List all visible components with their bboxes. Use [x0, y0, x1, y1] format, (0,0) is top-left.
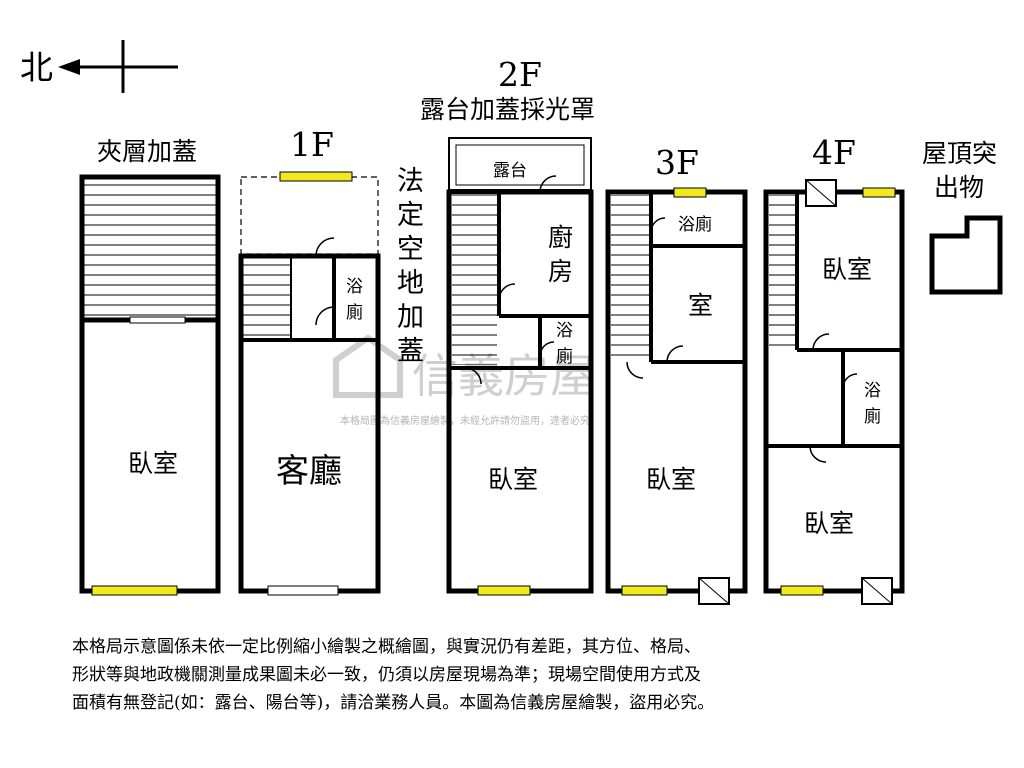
- window: [477, 585, 531, 596]
- stairs: [611, 195, 649, 360]
- floor2-kitchen-1: 廚: [548, 223, 573, 252]
- mezzanine-bedroom: 臥室: [128, 449, 178, 478]
- floor2-terrace: 露台: [493, 161, 527, 181]
- door: [315, 306, 335, 326]
- floor1-side-note-3: 空: [397, 234, 424, 265]
- window: [862, 187, 896, 198]
- floor1-plan: 1F 浴 廁 客廳 法 定 空 地 加 蓋: [238, 125, 424, 596]
- floor1-side-note-1: 法: [397, 166, 424, 197]
- door: [464, 367, 482, 385]
- floor4-bath-2: 廁: [864, 406, 881, 427]
- stairs: [84, 179, 216, 319]
- stairs: [243, 258, 291, 338]
- window: [91, 585, 178, 596]
- window: [673, 187, 707, 198]
- floor2-kitchen-2: 房: [548, 257, 573, 286]
- floor3-plan: 3F 浴廁 室 臥室: [605, 143, 748, 605]
- window: [780, 585, 824, 596]
- floor1-bath-1: 浴: [346, 277, 363, 297]
- floor3-room: 室: [688, 291, 713, 320]
- floor3-title: 3F: [655, 143, 699, 182]
- floor4-bath-1: 浴: [864, 381, 881, 401]
- door: [626, 361, 644, 379]
- floor4-bedroom-bottom: 臥室: [804, 509, 854, 538]
- watermark-brand: 信義房屋: [412, 349, 596, 403]
- floor4-title: 4F: [812, 133, 856, 172]
- north-label: 北: [20, 48, 53, 87]
- roof-outline: [929, 215, 1003, 295]
- floor1-side-note-2: 定: [397, 200, 424, 231]
- door: [809, 445, 827, 463]
- floor3-bedroom: 臥室: [646, 465, 696, 494]
- floor2-title: 2F: [498, 55, 542, 94]
- floor1-living-room: 客廳: [276, 451, 342, 490]
- roof-structure: 屋頂突 出物: [922, 139, 1003, 295]
- floor2-bath-2: 廁: [556, 346, 573, 367]
- watermark-note: 本格局圖為信義房屋繪製，未經允許請勿盜用，違者必究: [340, 414, 590, 427]
- window: [279, 171, 353, 182]
- floor2-bath-1: 浴: [556, 321, 573, 341]
- floor1-title: 1F: [290, 125, 334, 164]
- roof-title-1: 屋頂突: [922, 139, 997, 168]
- mezzanine-title: 夾層加蓋: [97, 137, 197, 166]
- door: [842, 373, 858, 389]
- door: [666, 345, 684, 363]
- floor2-bedroom: 臥室: [488, 465, 538, 494]
- stairs: [452, 195, 497, 365]
- entrance-door: [267, 585, 339, 596]
- stairs: [769, 195, 795, 350]
- floor1-side-note-5: 加: [397, 302, 424, 333]
- mezzanine-plan: 夾層加蓋 臥室: [79, 137, 221, 596]
- disclaimer: 本格局示意圖係未依一定比例縮小繪製之概繪圖，與實況仍有差距，其方位、格局、 形狀…: [72, 633, 972, 717]
- door: [650, 217, 666, 233]
- floor-plan: 北 信義房屋 本格局圖為信義房屋繪製，未經允許請勿盜用，違者必究 夾層加蓋 臥室…: [20, 40, 1003, 605]
- north-arrow: 北: [20, 40, 178, 93]
- floor1-bath-2: 廁: [346, 302, 363, 323]
- door: [812, 333, 830, 351]
- door: [539, 341, 555, 357]
- floor3-bath: 浴廁: [678, 214, 712, 235]
- disclaimer-line-1: 本格局示意圖係未依一定比例縮小繪製之概繪圖，與實況仍有差距，其方位、格局、: [72, 637, 701, 657]
- roof-title-2: 出物: [934, 173, 984, 202]
- door: [498, 283, 516, 301]
- window: [621, 585, 668, 596]
- disclaimer-line-2: 形狀等與地政機關測量成果圖未必一致，仍須以房屋現場為準；現場空間使用方式及: [72, 665, 701, 685]
- floor1-side-note-4: 地: [397, 268, 424, 299]
- floor2-subtitle: 露台加蓋採光罩: [420, 95, 595, 124]
- open-space-extension: [240, 176, 379, 255]
- disclaimer-line-3: 面積有無登記(如：露台、陽台等)，請洽業務人員。本圖為信義房屋繪製，盜用必究。: [72, 693, 715, 713]
- floor4-plan: 4F 臥室 浴 廁 臥室: [763, 133, 905, 605]
- door: [315, 237, 335, 257]
- floor4-bedroom-top: 臥室: [822, 255, 872, 284]
- floor2-plan: 2F 露台加蓋採光罩 露台 廚 房 浴 廁 臥室: [420, 55, 595, 596]
- floor1-side-note-6: 蓋: [397, 336, 424, 367]
